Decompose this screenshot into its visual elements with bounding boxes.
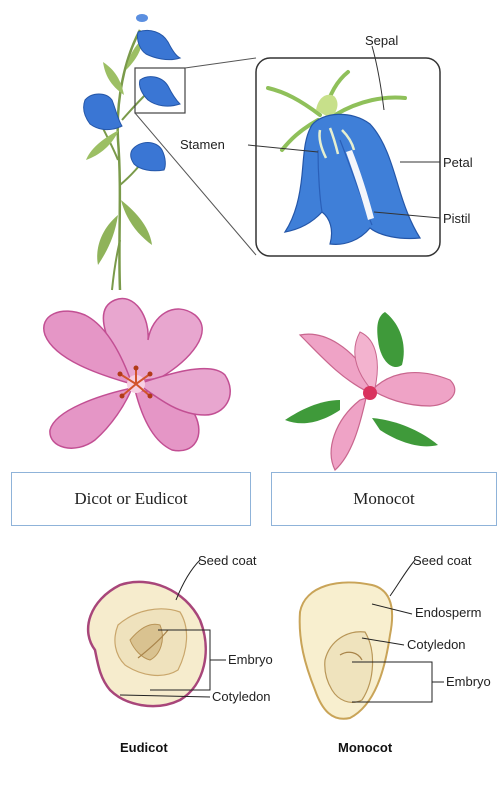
eudicot-seed — [88, 582, 206, 706]
eudicot-caption: Eudicot — [120, 740, 168, 755]
monocot-label: Monocot — [353, 489, 414, 509]
eudicot-embryo-label: Embryo — [228, 652, 273, 667]
monocot-embryo-label: Embryo — [446, 674, 491, 689]
bellflower-plant — [84, 14, 180, 290]
monocot-caption: Monocot — [338, 740, 392, 755]
monocot-label-box: Monocot — [271, 472, 497, 526]
stamen-label: Stamen — [180, 137, 225, 152]
zoom-line-top — [185, 58, 256, 68]
zoom-line-bottom — [135, 113, 256, 255]
monocot-seed-coat-label: Seed coat — [413, 553, 472, 568]
eudicot-seed-coat-label: Seed coat — [198, 553, 257, 568]
monocot-flower — [285, 312, 455, 470]
monocot-endosperm-label: Endosperm — [415, 605, 481, 620]
dicot-flower — [44, 299, 230, 451]
dicot-label: Dicot or Eudicot — [74, 489, 187, 509]
petal-label: Petal — [443, 155, 473, 170]
sepal-label: Sepal — [365, 33, 398, 48]
dicot-label-box: Dicot or Eudicot — [11, 472, 251, 526]
monocot-seed — [300, 582, 392, 718]
monocot-cotyledon-label: Cotyledon — [407, 637, 466, 652]
eudicot-cotyledon-label: Cotyledon — [212, 689, 271, 704]
pistil-label: Pistil — [443, 211, 470, 226]
